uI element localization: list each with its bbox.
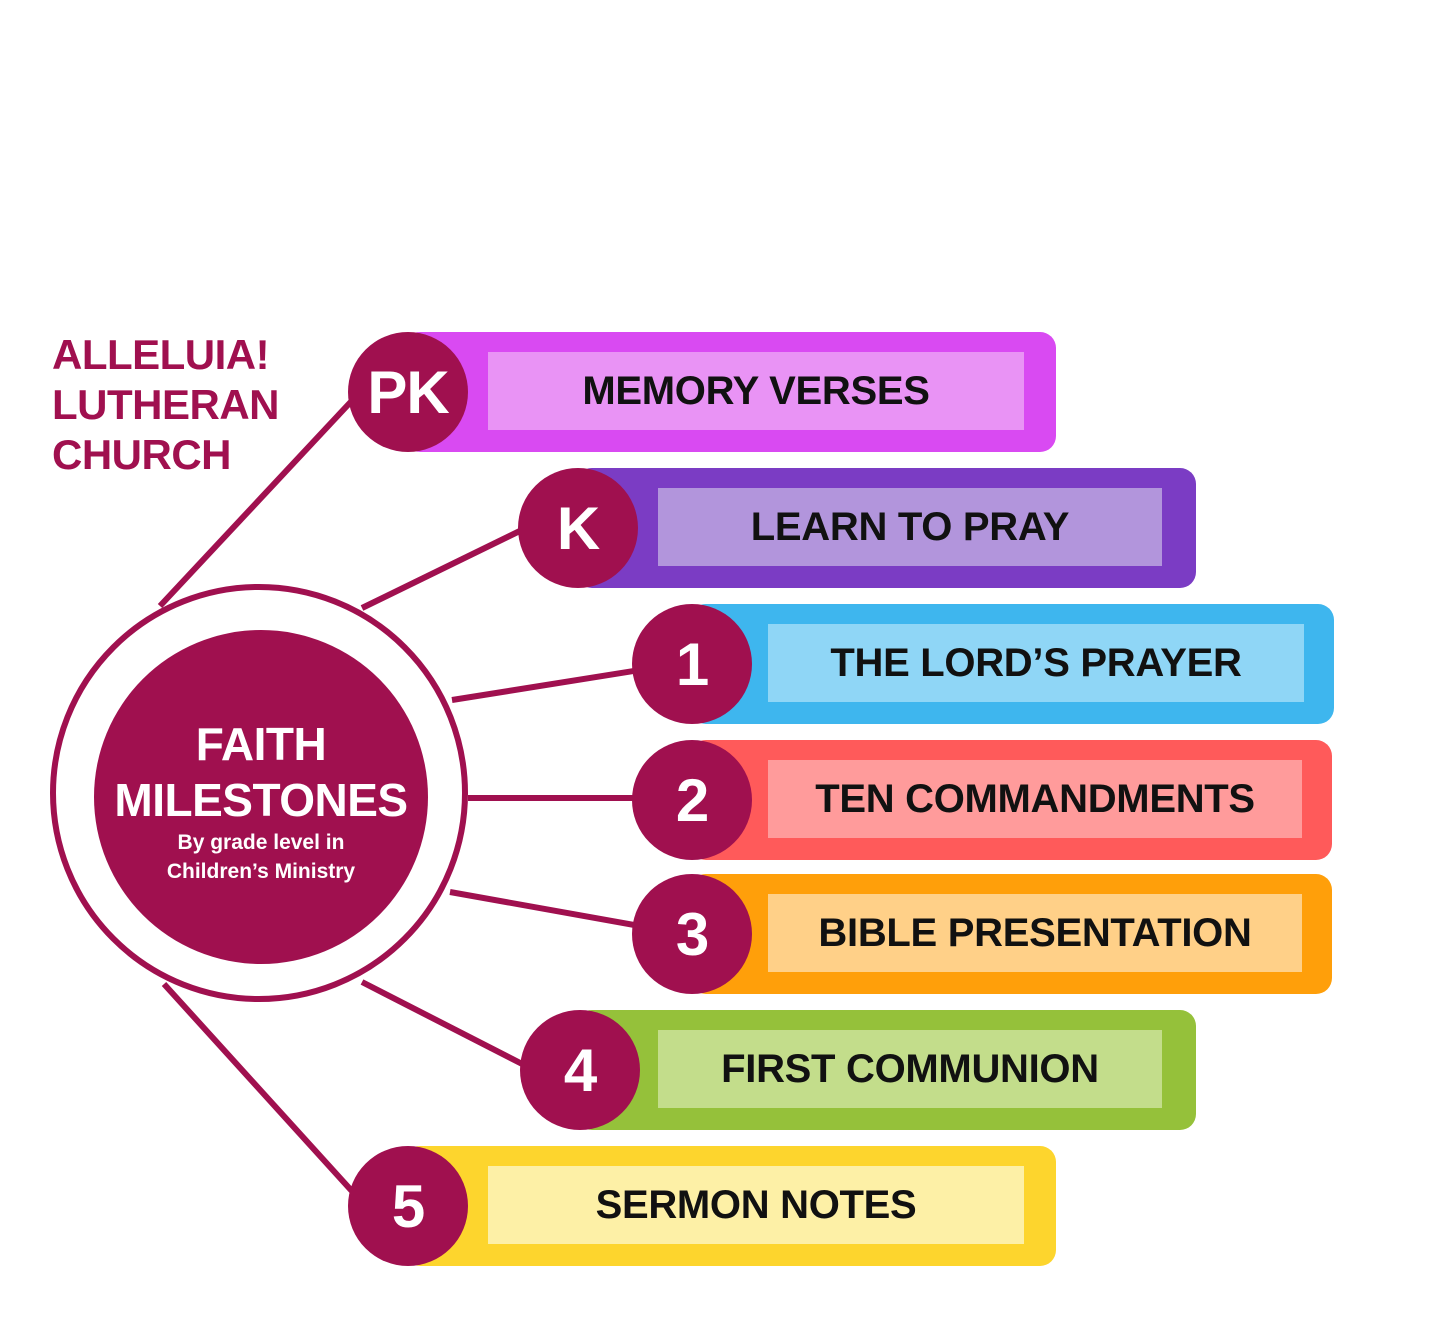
grade-badge-pk: PK bbox=[348, 332, 468, 452]
connector-k bbox=[360, 523, 532, 611]
hub-subtitle: By grade level in Children’s Ministry bbox=[167, 828, 355, 886]
milestone-label-box-grade-4: FIRST COMMUNION bbox=[658, 1030, 1162, 1108]
milestone-bar-grade-5: SERMON NOTES bbox=[404, 1146, 1056, 1266]
hub-title-line-2: MILESTONES bbox=[114, 774, 408, 826]
church-name-line-3: CHURCH bbox=[52, 431, 231, 478]
hub-subtitle-line-2: Children’s Ministry bbox=[166, 860, 356, 883]
hub-subtitle-line-1: By grade level in bbox=[177, 831, 345, 854]
grade-badge-text-3: 3 bbox=[675, 900, 709, 968]
connector-grade-1 bbox=[451, 667, 641, 703]
milestone-bar-k: LEARN TO PRAY bbox=[576, 468, 1196, 588]
hub-title: FAITH MILESTONES bbox=[114, 716, 408, 828]
connector-pk bbox=[157, 389, 363, 609]
grade-badge-text-k: K bbox=[556, 494, 600, 562]
grade-badge-text-pk: PK bbox=[367, 358, 449, 426]
grade-badge-text-5: 5 bbox=[391, 1172, 425, 1240]
church-name: ALLELUIA! LUTHERAN CHURCH bbox=[52, 330, 279, 480]
church-name-line-1: ALLELUIA! bbox=[52, 331, 270, 378]
milestone-label-grade-1: THE LORD’S PRAYER bbox=[830, 640, 1242, 685]
grade-badge-5: 5 bbox=[348, 1146, 468, 1266]
grade-badge-k: K bbox=[518, 468, 638, 588]
hub-title-line-1: FAITH bbox=[195, 718, 327, 770]
milestone-label-grade-4: FIRST COMMUNION bbox=[721, 1046, 1099, 1091]
milestone-label-box-grade-1: THE LORD’S PRAYER bbox=[768, 624, 1304, 702]
milestone-label-k: LEARN TO PRAY bbox=[750, 504, 1070, 549]
milestone-label-grade-2: TEN COMMANDMENTS bbox=[815, 776, 1255, 821]
hub-circle: FAITH MILESTONES By grade level in Child… bbox=[94, 630, 428, 964]
grade-badge-2: 2 bbox=[632, 740, 752, 860]
milestone-bar-grade-2: TEN COMMANDMENTS bbox=[690, 740, 1332, 860]
grade-badge-1: 1 bbox=[632, 604, 752, 724]
connector-grade-3 bbox=[449, 889, 641, 929]
milestone-bar-pk: MEMORY VERSES bbox=[404, 332, 1056, 452]
grade-badge-4: 4 bbox=[520, 1010, 640, 1130]
milestone-label-grade-5: SERMON NOTES bbox=[595, 1182, 917, 1227]
milestone-label-grade-3: BIBLE PRESENTATION bbox=[818, 910, 1252, 955]
milestone-label-pk: MEMORY VERSES bbox=[582, 368, 930, 413]
milestone-label-box-grade-5: SERMON NOTES bbox=[488, 1166, 1024, 1244]
milestone-label-box-k: LEARN TO PRAY bbox=[658, 488, 1162, 566]
grade-badge-text-2: 2 bbox=[675, 766, 709, 834]
grade-badge-text-4: 4 bbox=[563, 1036, 597, 1104]
milestone-label-box-grade-2: TEN COMMANDMENTS bbox=[768, 760, 1302, 838]
connector-grade-4 bbox=[360, 979, 532, 1071]
connector-grade-5 bbox=[161, 981, 363, 1203]
milestone-label-box-pk: MEMORY VERSES bbox=[488, 352, 1024, 430]
grade-badge-3: 3 bbox=[632, 874, 752, 994]
milestone-bar-grade-3: BIBLE PRESENTATION bbox=[690, 874, 1332, 994]
church-name-line-2: LUTHERAN bbox=[52, 381, 279, 428]
milestone-label-box-grade-3: BIBLE PRESENTATION bbox=[768, 894, 1302, 972]
milestone-bar-grade-1: THE LORD’S PRAYER bbox=[690, 604, 1334, 724]
grade-badge-text-1: 1 bbox=[675, 630, 709, 698]
milestone-bar-grade-4: FIRST COMMUNION bbox=[576, 1010, 1196, 1130]
